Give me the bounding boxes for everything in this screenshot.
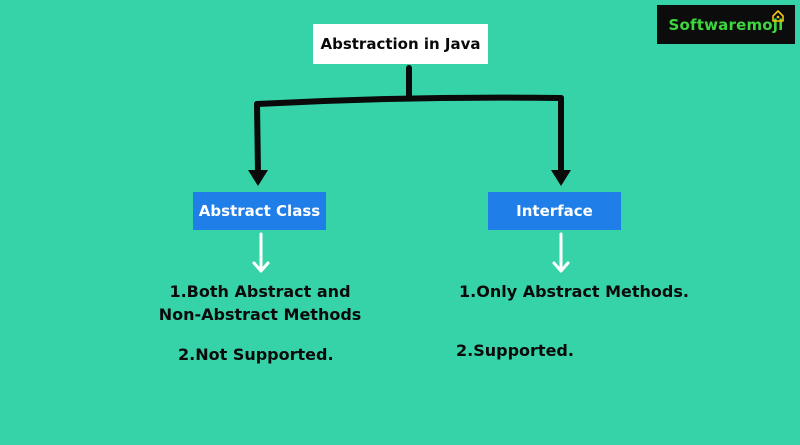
interface-label: Interface <box>516 202 593 220</box>
interface-point-2: 2.Supported. <box>456 341 574 360</box>
abstract-class-point-1-line-2: Non-Abstract Methods <box>158 305 362 324</box>
abstract-class-label: Abstract Class <box>198 202 321 220</box>
softwaremoji-logo: Softwaremoji <box>657 5 795 44</box>
right-branch-arrow-head <box>551 170 571 186</box>
abstract-class-point-1: 1.Both Abstract and Non-Abstract Methods <box>120 280 400 326</box>
left-branch-arrow-line <box>254 101 261 175</box>
branch-bar-line <box>254 94 564 107</box>
root-node: Abstraction in Java <box>313 24 488 64</box>
abstract-class-point-2: 2.Not Supported. <box>178 345 334 364</box>
abstract-class-point-1-line-1: 1.Both Abstract and <box>169 282 351 301</box>
interface-point-1: 1.Only Abstract Methods. <box>459 282 689 301</box>
left-branch-arrow-head <box>248 170 268 186</box>
logo-text: Softwaremoji <box>668 15 784 34</box>
abstract-class-node: Abstract Class <box>193 192 326 230</box>
right-detail-arrow <box>552 232 570 273</box>
interface-node: Interface <box>488 192 621 230</box>
logo-house-icon <box>772 10 784 22</box>
root-node-label: Abstraction in Java <box>320 35 481 53</box>
left-detail-arrow <box>252 232 270 273</box>
